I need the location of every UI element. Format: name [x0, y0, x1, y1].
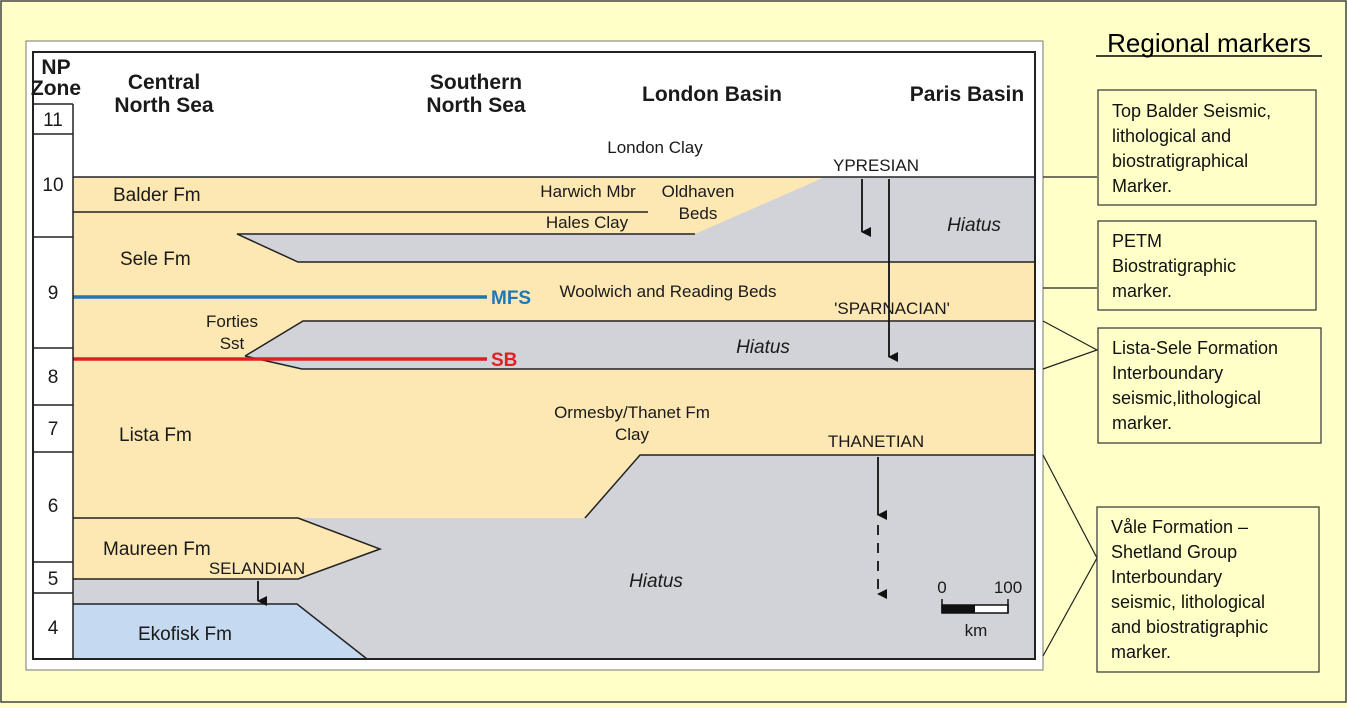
header-southern-line2: North Sea — [426, 94, 526, 117]
np-zone-line1: NP — [41, 56, 70, 79]
label-balder-fm: Balder Fm — [113, 185, 201, 206]
zone-6: 6 — [48, 496, 59, 517]
label-oldhaven-line2: Beds — [679, 204, 718, 223]
boundary-lines — [73, 176, 1035, 660]
scale-zero: 0 — [937, 578, 946, 597]
label-sb: SB — [491, 350, 517, 371]
scale-bar: 0 100 km — [937, 578, 1022, 640]
header-central-line1: Central — [128, 71, 200, 94]
label-hiatus-upper: Hiatus — [947, 215, 1001, 236]
scale-unit: km — [965, 621, 988, 640]
marker-box-4-line2: Shetland Group — [1111, 542, 1237, 562]
zone-7: 7 — [48, 419, 59, 440]
label-selandian: SELANDIAN — [209, 559, 305, 578]
label-forties-line1: Forties — [206, 312, 258, 331]
zone-11: 11 — [43, 110, 63, 131]
marker-box-4: Våle Formation – Shetland Group Interbou… — [1096, 506, 1320, 673]
label-harwich-mbr: Harwich Mbr — [540, 182, 636, 201]
marker-box-4-line3: Interboundary — [1111, 567, 1222, 587]
marker-box-3-line4: marker. — [1112, 413, 1172, 433]
column-headers: NP Zone Central North Sea Southern North… — [31, 56, 1024, 117]
zone-10: 10 — [42, 175, 63, 196]
marker-box-4-line1: Våle Formation – — [1111, 517, 1248, 537]
label-woolwich-reading: Woolwich and Reading Beds — [559, 282, 776, 301]
header-central-line2: North Sea — [114, 94, 214, 117]
marker-box-3-line1: Lista-Sele Formation — [1112, 338, 1278, 358]
marker-box-2-line3: marker. — [1112, 281, 1172, 301]
marker-box-3-line3: seismic,lithological — [1112, 388, 1261, 408]
zone-numbers: 11 10 9 8 7 6 5 4 — [42, 110, 63, 639]
np-zone-line2: Zone — [31, 77, 81, 100]
header-paris-basin: Paris Basin — [910, 83, 1024, 106]
label-thanetian: THANETIAN — [828, 432, 924, 451]
header-london-basin: London Basin — [642, 83, 782, 106]
zone-column — [33, 103, 74, 659]
marker-box-2-line1: PETM — [1112, 231, 1162, 251]
hiatus-middle — [245, 321, 1035, 369]
marker-box-2-line2: Biostratigraphic — [1112, 256, 1236, 276]
scale-hundred: 100 — [994, 578, 1022, 597]
label-ormesby-line1: Ormesby/Thanet Fm — [554, 403, 710, 422]
stage-arrows — [257, 179, 898, 606]
regional-markers-title: Regional markers — [1107, 28, 1311, 58]
marker-box-4-line6: marker. — [1111, 642, 1171, 662]
ekofisk-fill — [73, 604, 367, 659]
zone-4: 4 — [48, 618, 59, 639]
marker-box-2: PETM Biostratigraphic marker. — [1097, 220, 1317, 311]
label-sele-fm: Sele Fm — [120, 249, 191, 270]
label-maureen-fm: Maureen Fm — [103, 539, 211, 560]
label-london-clay: London Clay — [607, 138, 703, 157]
marker-box-3: Lista-Sele Formation Interboundary seism… — [1097, 327, 1322, 444]
marker-box-1-line1: Top Balder Seismic, — [1112, 101, 1271, 121]
hiatus-upper — [237, 177, 1035, 262]
zone-9: 9 — [48, 283, 59, 304]
label-ekofisk-fm: Ekofisk Fm — [138, 624, 232, 645]
zone-8: 8 — [48, 367, 59, 388]
label-ormesby-line2: Clay — [615, 425, 650, 444]
unit-labels: London Clay YPRESIAN Balder Fm Harwich M… — [103, 138, 1001, 645]
label-mfs: MFS — [491, 288, 531, 309]
marker-box-1-line2: lithological and — [1112, 126, 1231, 146]
chart-border — [32, 51, 1036, 660]
header-southern-line1: Southern — [430, 71, 522, 94]
marker-box-1-line4: Marker. — [1112, 176, 1172, 196]
label-hiatus-lower: Hiatus — [629, 571, 683, 592]
marker-box-4-line5: and biostratigraphic — [1111, 617, 1268, 637]
label-sparnacian: 'SPARNACIAN' — [834, 299, 950, 318]
label-hiatus-middle: Hiatus — [736, 337, 790, 358]
zone-5: 5 — [48, 569, 59, 590]
marker-box-1-line3: biostratigraphical — [1112, 151, 1248, 171]
marker-connectors — [1042, 176, 1099, 657]
label-hales-clay: Hales Clay — [546, 213, 629, 232]
label-oldhaven-line1: Oldhaven — [662, 182, 735, 201]
hiatus-lower — [73, 455, 1035, 659]
marker-box-3-line2: Interboundary — [1112, 363, 1223, 383]
label-ypresian: YPRESIAN — [833, 156, 919, 175]
label-forties-line2: Sst — [220, 334, 245, 353]
marker-box-1: Top Balder Seismic, lithological and bio… — [1097, 89, 1317, 206]
marker-box-4-line4: seismic, lithological — [1111, 592, 1265, 612]
label-lista-fm: Lista Fm — [119, 425, 192, 446]
